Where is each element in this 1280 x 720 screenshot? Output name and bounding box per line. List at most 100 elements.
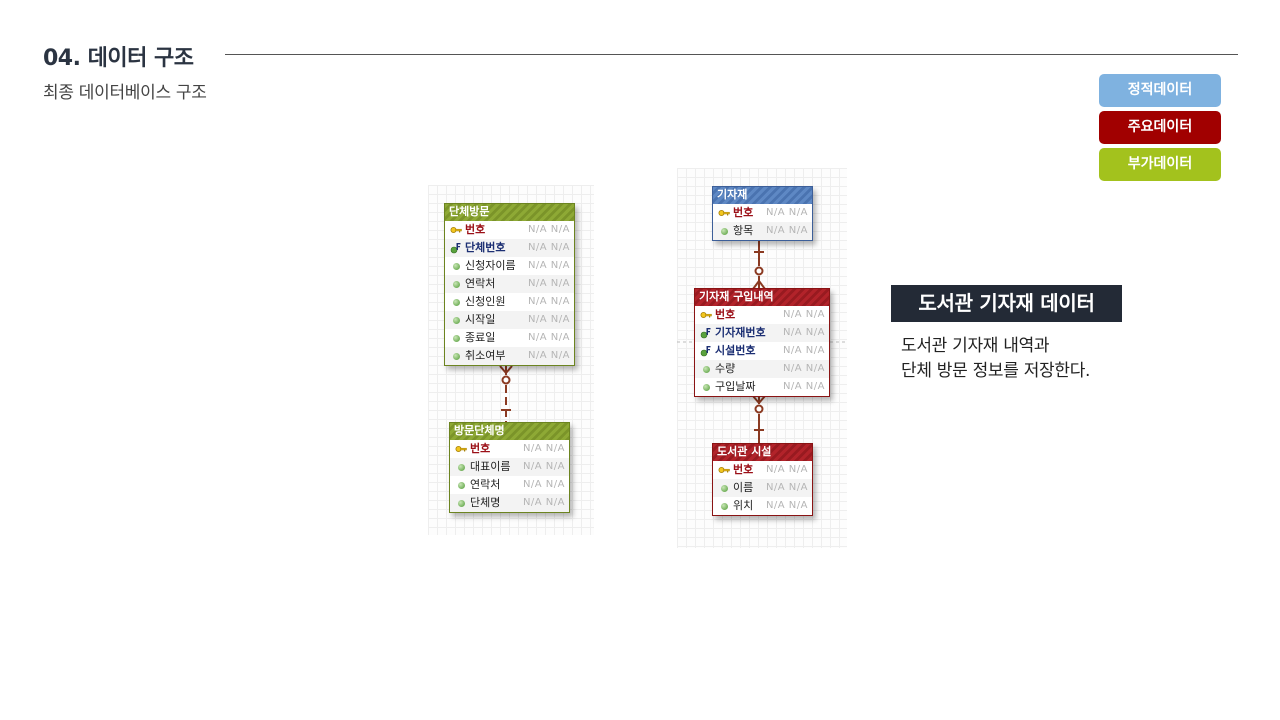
entity-row: 연락처 N/A N/A (445, 275, 574, 293)
column-name: 대표이름 (470, 460, 511, 473)
column-icon (700, 381, 712, 393)
column-type: N/A N/A (527, 350, 570, 361)
column-name: 시설번호 (715, 344, 756, 357)
column-type: N/A N/A (522, 443, 565, 454)
primary-key-icon (718, 207, 730, 219)
column-type: N/A N/A (782, 327, 825, 338)
column-type: N/A N/A (527, 242, 570, 253)
column-type: N/A N/A (522, 461, 565, 472)
entity-row: 시작일 N/A N/A (445, 311, 574, 329)
column-type: N/A N/A (522, 497, 565, 508)
entity-title: 기자재 구입내역 (695, 289, 829, 306)
connector-visit-group (499, 365, 513, 422)
primary-key-icon (700, 309, 712, 321)
entity-title: 기자재 (713, 187, 812, 204)
column-name: 번호 (715, 308, 736, 321)
column-type: N/A N/A (765, 207, 808, 218)
foreign-key-icon (700, 327, 712, 339)
entity-row: 위치 N/A N/A (713, 497, 812, 515)
primary-key-icon (455, 443, 467, 455)
entity-row: 취소여부 N/A N/A (445, 347, 574, 365)
connector-purchase-facility (752, 395, 766, 443)
column-icon (455, 479, 467, 491)
entity-title: 단체방문 (445, 204, 574, 221)
column-type: N/A N/A (765, 464, 808, 475)
entity-row: 구입날짜 N/A N/A (695, 378, 829, 396)
primary-key-icon (718, 464, 730, 476)
column-name: 이름 (733, 481, 754, 494)
entity-row: 단체명 N/A N/A (450, 494, 569, 512)
title-divider (225, 54, 1238, 55)
entity-row: 신청자이름 N/A N/A (445, 257, 574, 275)
column-type: N/A N/A (782, 381, 825, 392)
foreign-key-icon (450, 242, 462, 254)
entity-row: 단체번호 N/A N/A (445, 239, 574, 257)
entity-row: 번호 N/A N/A (695, 306, 829, 324)
description-line-1: 도서관 기자재 내역과 (901, 336, 1050, 356)
column-type: N/A N/A (527, 278, 570, 289)
column-name: 단체번호 (465, 241, 506, 254)
description-line-2: 단체 방문 정보를 저장한다. (901, 361, 1091, 381)
column-name: 연락처 (470, 478, 501, 491)
column-name: 기자재번호 (715, 326, 766, 339)
page-subtitle: 최종 데이터베이스 구조 (43, 83, 207, 103)
column-icon (718, 482, 730, 494)
entity-library-facility[interactable]: 도서관 시설 번호 N/A N/A 이름 N/A N/A 위치 N/A N/A (712, 443, 813, 516)
column-name: 연락처 (465, 277, 496, 290)
entity-title: 방문단체명 (450, 423, 569, 440)
column-type: N/A N/A (765, 500, 808, 511)
column-icon (450, 332, 462, 344)
connector-equipment-purchase (752, 240, 766, 290)
entity-row: 이름 N/A N/A (713, 479, 812, 497)
column-type: N/A N/A (527, 260, 570, 271)
column-name: 시작일 (465, 313, 496, 326)
page-title: 04. 데이터 구조 (43, 46, 194, 71)
column-name: 신청자이름 (465, 259, 516, 272)
column-name: 구입날짜 (715, 380, 756, 393)
column-type: N/A N/A (527, 314, 570, 325)
column-name: 종료일 (465, 331, 496, 344)
column-type: N/A N/A (527, 332, 570, 343)
column-type: N/A N/A (782, 363, 825, 374)
column-icon (450, 314, 462, 326)
column-type: N/A N/A (765, 482, 808, 493)
column-icon (718, 225, 730, 237)
column-type: N/A N/A (765, 225, 808, 236)
column-icon (450, 350, 462, 362)
entity-row: 번호 N/A N/A (713, 461, 812, 479)
column-icon (455, 497, 467, 509)
column-name: 취소여부 (465, 349, 506, 362)
entity-row: 종료일 N/A N/A (445, 329, 574, 347)
column-icon (450, 278, 462, 290)
column-icon (718, 500, 730, 512)
column-name: 단체명 (470, 496, 501, 509)
column-name: 위치 (733, 499, 754, 512)
foreign-key-icon (700, 345, 712, 357)
legend-static-data: 정적데이터 (1099, 74, 1221, 107)
legend-extra-data: 부가데이터 (1099, 148, 1221, 181)
column-name: 번호 (733, 206, 754, 219)
entity-row: 번호 N/A N/A (713, 204, 812, 222)
column-name: 번호 (733, 463, 754, 476)
column-icon (700, 363, 712, 375)
column-name: 신청인원 (465, 295, 506, 308)
column-icon (450, 260, 462, 272)
primary-key-icon (450, 224, 462, 236)
column-type: N/A N/A (527, 224, 570, 235)
legend-main-data: 주요데이터 (1099, 111, 1221, 144)
entity-title: 도서관 시설 (713, 444, 812, 461)
column-type: N/A N/A (782, 309, 825, 320)
